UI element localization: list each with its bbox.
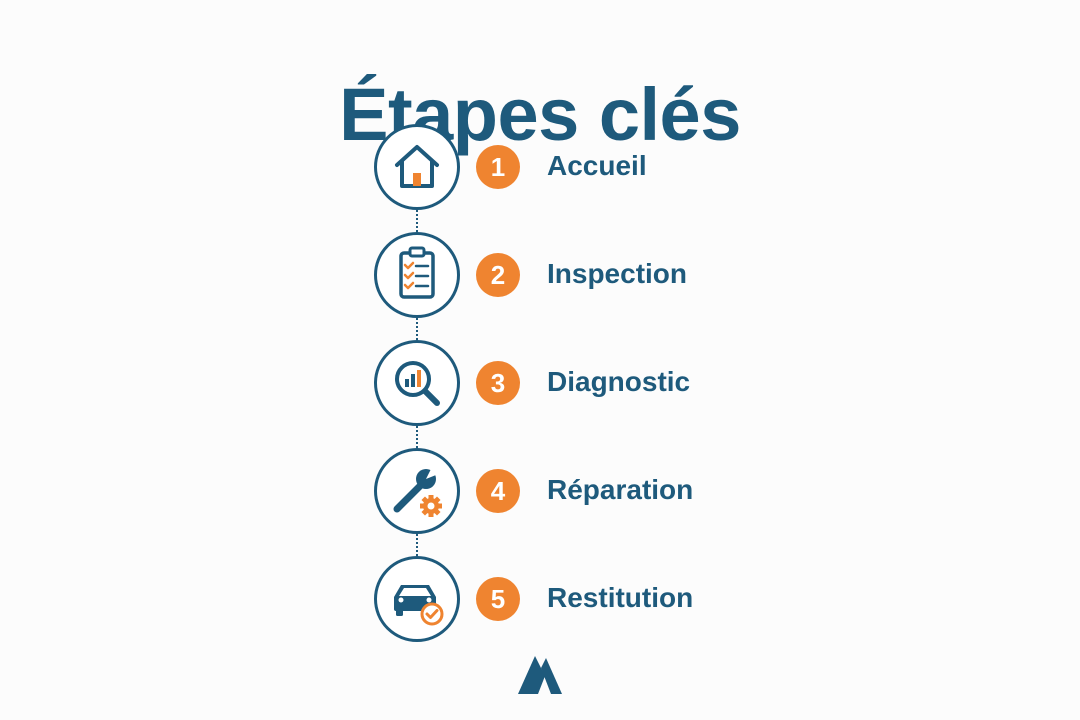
- step-label: Diagnostic: [547, 366, 691, 397]
- step-connector: [416, 318, 418, 340]
- car-check-icon: [374, 556, 460, 642]
- house-icon: [374, 124, 460, 210]
- step-label: Réparation: [547, 474, 694, 505]
- wrench-gear-icon: [374, 448, 460, 534]
- step-number-badge: 5: [476, 577, 520, 621]
- clipboard-checklist-icon: [374, 232, 460, 318]
- brand-logo-icon: [518, 656, 562, 694]
- step-connector: [416, 210, 418, 232]
- step-connector: [416, 426, 418, 448]
- step-number-badge: 4: [476, 469, 520, 513]
- step-label: Accueil: [547, 150, 647, 181]
- step-label: Inspection: [547, 258, 688, 289]
- step-item-1: 1 Accueil: [374, 124, 794, 210]
- step-label: Restitution: [547, 582, 694, 613]
- step-number-badge: 3: [476, 361, 520, 405]
- step-number-badge: 1: [476, 145, 520, 189]
- step-number-badge: 2: [476, 253, 520, 297]
- step-item-3: 3 Diagnostic: [374, 340, 794, 426]
- step-item-5: 5 Restitution: [374, 556, 794, 642]
- step-item-4: 4 Réparation: [374, 448, 794, 534]
- magnifier-chart-icon: [374, 340, 460, 426]
- step-connector: [416, 534, 418, 556]
- step-item-2: 2 Inspection: [374, 232, 794, 318]
